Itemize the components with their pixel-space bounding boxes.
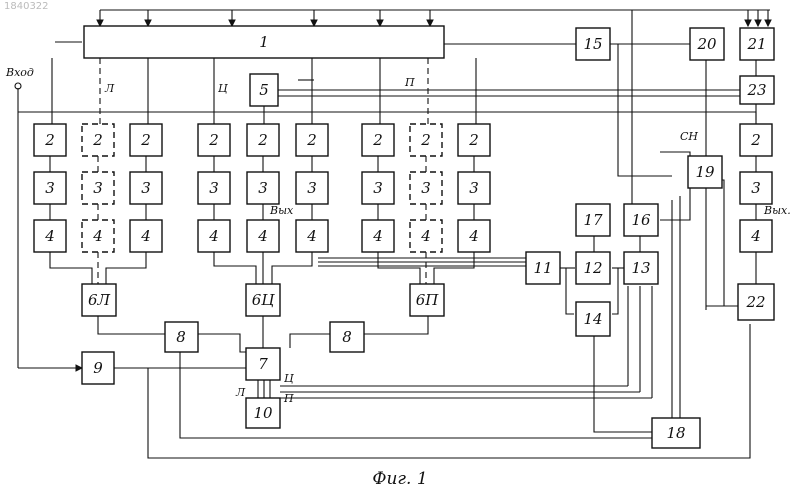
svg-text:19: 19	[695, 163, 715, 181]
svg-text:П: П	[283, 392, 294, 405]
svg-text:13: 13	[631, 259, 650, 277]
svg-text:6Ц: 6Ц	[252, 291, 276, 309]
svg-text:4: 4	[306, 227, 317, 245]
svg-text:4: 4	[420, 227, 431, 245]
svg-text:Ц: Ц	[284, 372, 294, 385]
svg-text:2: 2	[372, 131, 383, 149]
block-1-label: 1	[259, 33, 269, 51]
svg-text:3: 3	[93, 179, 103, 197]
svg-text:Л: Л	[235, 386, 246, 399]
vx-label: Вых	[269, 204, 294, 217]
svg-text:4: 4	[208, 227, 219, 245]
svg-text:7: 7	[258, 355, 268, 373]
annotations: Вход Л Ц П СН Вых Вых. Л Ц П	[5, 66, 791, 405]
svg-text:11: 11	[533, 259, 552, 277]
svg-text:4: 4	[140, 227, 151, 245]
svg-text:СН: СН	[680, 130, 698, 143]
svg-text:17: 17	[583, 211, 603, 229]
svg-text:23: 23	[746, 81, 766, 99]
svg-text:2: 2	[208, 131, 219, 149]
svg-text:20: 20	[696, 35, 717, 53]
svg-text:12: 12	[583, 259, 602, 277]
svg-text:9: 9	[93, 359, 103, 377]
svg-text:4: 4	[257, 227, 268, 245]
svg-text:П: П	[404, 76, 415, 89]
svg-text:3: 3	[373, 179, 383, 197]
svg-text:3: 3	[258, 179, 268, 197]
svg-text:Ц: Ц	[218, 82, 228, 95]
svg-text:2: 2	[468, 131, 479, 149]
svg-text:4: 4	[44, 227, 55, 245]
svg-text:18: 18	[666, 424, 685, 442]
svg-text:16: 16	[631, 211, 651, 229]
svg-text:2: 2	[420, 131, 431, 149]
svg-text:2: 2	[257, 131, 268, 149]
output-label: Вых.	[763, 204, 791, 217]
svg-text:21: 21	[746, 35, 766, 53]
svg-text:Л: Л	[104, 82, 115, 95]
svg-text:4: 4	[468, 227, 479, 245]
svg-text:22: 22	[745, 293, 765, 311]
svg-text:4: 4	[92, 227, 103, 245]
input-label: Вход	[5, 66, 34, 79]
svg-text:4: 4	[372, 227, 383, 245]
svg-text:2: 2	[140, 131, 151, 149]
svg-text:3: 3	[307, 179, 317, 197]
svg-text:8: 8	[342, 328, 352, 346]
svg-text:3: 3	[421, 179, 431, 197]
svg-text:4: 4	[750, 227, 761, 245]
svg-text:14: 14	[583, 310, 602, 328]
doc-number: 1840322	[4, 1, 49, 12]
svg-text:2: 2	[44, 131, 55, 149]
svg-text:3: 3	[469, 179, 479, 197]
channel-blocks: 2 2 2 2 2 2 2 2 2 2 3 3 3 3 3 3 3 3 3 3 …	[34, 124, 772, 252]
svg-text:3: 3	[209, 179, 219, 197]
svg-text:10: 10	[253, 404, 273, 422]
svg-text:5: 5	[259, 81, 269, 99]
svg-text:15: 15	[583, 35, 602, 53]
svg-text:6Л: 6Л	[88, 291, 111, 309]
svg-text:2: 2	[92, 131, 103, 149]
svg-text:6П: 6П	[416, 291, 440, 309]
svg-text:3: 3	[751, 179, 761, 197]
svg-text:2: 2	[306, 131, 317, 149]
svg-text:3: 3	[45, 179, 55, 197]
svg-text:8: 8	[176, 328, 186, 346]
svg-text:2: 2	[750, 131, 761, 149]
figure-caption: Фиг. 1	[372, 469, 427, 489]
svg-text:3: 3	[141, 179, 151, 197]
